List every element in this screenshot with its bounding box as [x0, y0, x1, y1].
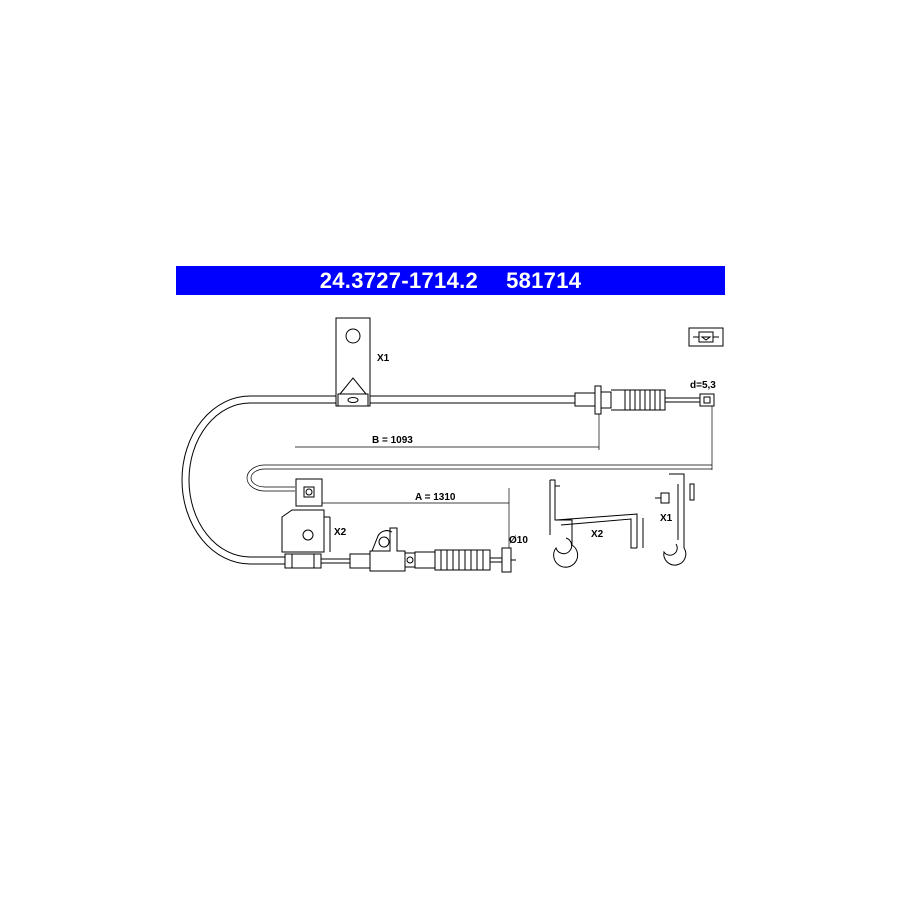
title-banner: 24.3727-1714.2 581714 [176, 266, 725, 295]
x2-detail-label: X2 [591, 529, 604, 540]
bracket-x1-top [335, 317, 371, 407]
nipple-detail [688, 327, 724, 347]
x1-detail-view [655, 473, 695, 566]
x1-detail-label: X1 [660, 513, 673, 524]
a-dimension-label: A = 1310 [415, 492, 456, 503]
upper-spring [624, 389, 666, 411]
b-dimension-label: B = 1093 [372, 435, 413, 446]
lower-end-fitting [284, 527, 516, 573]
part-number: 24.3727-1714.2 [319, 267, 479, 293]
reference-number: 581714 [506, 267, 582, 293]
inner-cable-loop [246, 464, 712, 492]
lower-spring [434, 549, 491, 571]
d-dimension-label: d=5,3 [690, 380, 716, 391]
bracket-x2-left [281, 478, 331, 553]
dimension-a [316, 488, 510, 560]
x2-detail-view [549, 479, 644, 568]
x2-left-label: X2 [334, 527, 347, 538]
diameter-label: Ø10 [509, 535, 528, 546]
dimension-b [295, 406, 713, 470]
x1-top-label: X1 [377, 353, 390, 364]
outer-cable [181, 395, 575, 565]
upper-end-fitting [574, 385, 715, 415]
